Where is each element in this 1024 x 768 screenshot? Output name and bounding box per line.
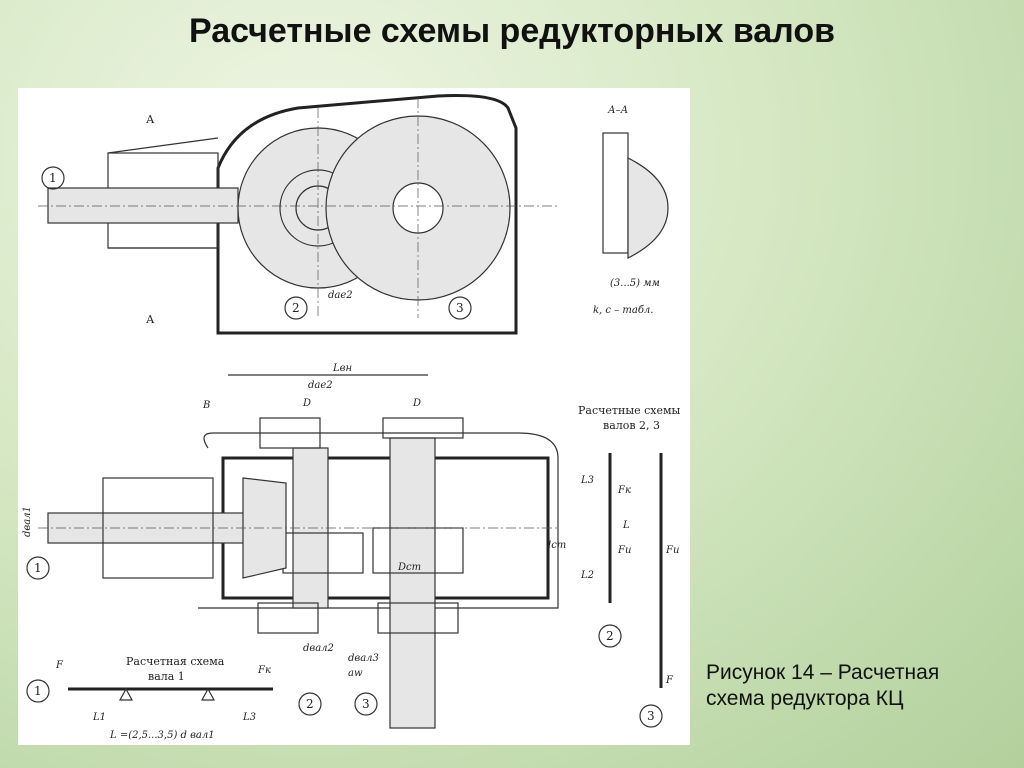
formula-L: L =(2,5...3,5) d вал1 — [109, 730, 215, 741]
label-aw: aw — [348, 668, 363, 679]
label-L1: L1 — [92, 712, 106, 723]
label-L-scheme: L — [622, 520, 630, 531]
label-L2: L2 — [580, 570, 594, 581]
label-F-3: F — [665, 675, 674, 686]
schemes-23-line1: Расчетные схемы — [578, 404, 681, 417]
label-lcm: lст — [548, 540, 566, 551]
label-B: B — [202, 400, 210, 411]
label-dae2-top: dae2 — [328, 290, 353, 301]
label-Lbn: Lвн — [332, 363, 352, 374]
label-dval2: dвал2 — [303, 643, 334, 654]
note-mm: (3...5) мм — [610, 278, 660, 289]
shaft-number-3-top: 3 — [456, 301, 464, 315]
shaft-number-2: 2 — [306, 697, 314, 711]
section-label: А–А — [607, 105, 628, 116]
label-L3-1: L3 — [242, 712, 256, 723]
section-view: Lвн dae2 D D B Dст dвал1 dвал2 dвал3 aw … — [22, 363, 566, 729]
note-kc: k, c – табл. — [593, 305, 653, 316]
label-Fu-3: Fu — [665, 545, 679, 556]
scheme-shaft-1: Расчетная схема вала 1 F Fк L1 L3 L =(2,… — [26, 655, 273, 741]
label-F-1: F — [55, 660, 64, 671]
shaft-number-1-scheme: 1 — [34, 684, 42, 698]
label-Fk: Fк — [617, 485, 631, 496]
label-dval3: dвал3 — [348, 653, 379, 664]
shaft-number-3-scheme: 3 — [647, 709, 655, 723]
label-dae2: dae2 — [308, 380, 333, 391]
shaft-number-2-top: 2 — [292, 301, 300, 315]
top-view: 1 2 3 А А А–А (3...5) мм k, c – табл. da… — [38, 94, 669, 335]
section-mark-top: А — [146, 113, 155, 126]
caption-line-1: Рисунок 14 – Расчетная — [706, 661, 940, 684]
caption-line-2: схема редуктора КЦ — [706, 687, 904, 710]
label-Dcm: Dст — [397, 562, 421, 573]
schemes-shafts-2-3: Расчетные схемы валов 2, 3 L3 L2 Fк Fu F… — [578, 404, 681, 728]
label-D-left: D — [302, 398, 311, 409]
shaft-number-1: 1 — [34, 561, 42, 575]
scheme-1-line1: Расчетная схема — [126, 655, 225, 668]
label-dval1: dвал1 — [22, 506, 33, 537]
schemes-23-line2: валов 2, 3 — [603, 419, 660, 432]
label-Fu-2: Fu — [617, 545, 631, 556]
label-Fk-1: Fк — [257, 665, 271, 676]
shaft-number-3: 3 — [362, 697, 370, 711]
shaft-number-2-scheme: 2 — [606, 629, 614, 643]
section-mark-bottom: А — [146, 313, 155, 326]
slide-title: Расчетные схемы редукторных валов — [188, 12, 836, 50]
label-D-right: D — [412, 398, 421, 409]
label-L3: L3 — [580, 475, 594, 486]
figure-caption: Рисунок 14 – Расчетная схема редуктора К… — [706, 660, 939, 712]
scheme-1-line2: вала 1 — [148, 670, 185, 683]
reducer-drawing: 1 2 3 А А А–А (3...5) мм k, c – табл. da… — [18, 88, 690, 745]
technical-drawing-svg: 1 2 3 А А А–А (3...5) мм k, c – табл. da… — [22, 94, 681, 741]
shaft-number-1-top: 1 — [49, 171, 57, 185]
